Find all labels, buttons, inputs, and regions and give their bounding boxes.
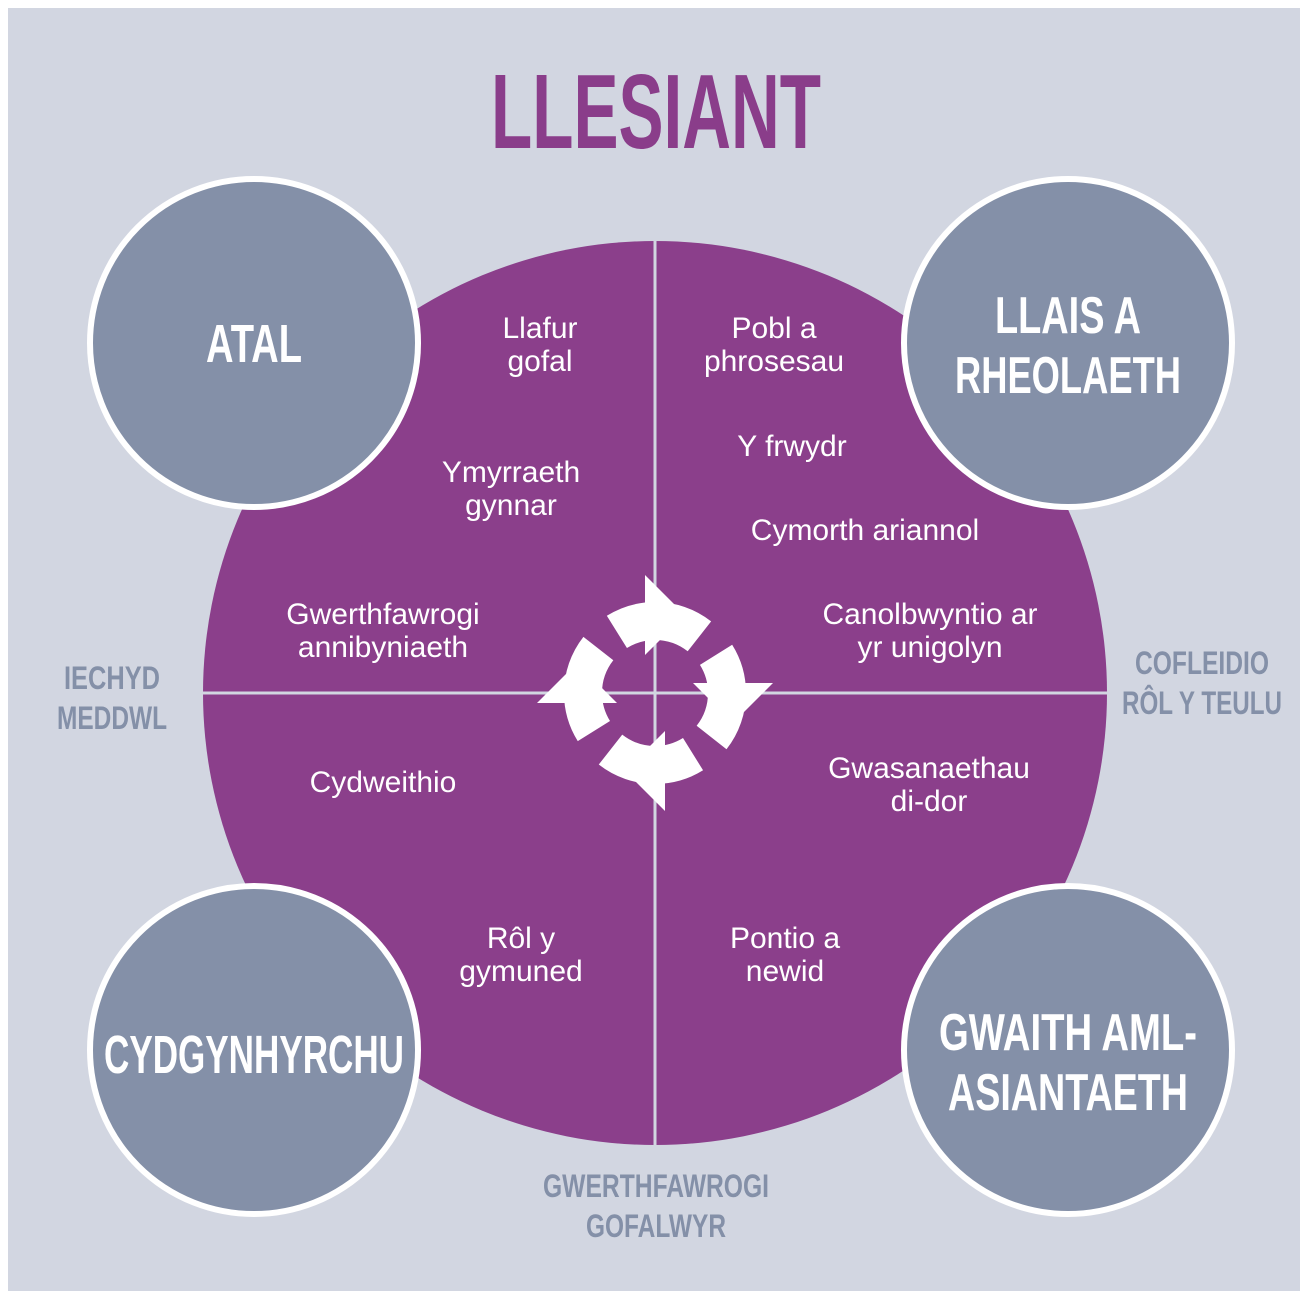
- corner-circle-top-left: ATAL: [87, 176, 421, 510]
- item-llafur-gofal-line1: Llafur: [502, 312, 577, 345]
- item-pontio-a-newid-line2: newid: [746, 955, 824, 988]
- item-rol-y-gymuned-line2: gymuned: [459, 955, 582, 988]
- side-label-left-line2: MEDDWL: [57, 700, 167, 736]
- item-ymyrraeth-gynnar-line2: gynnar: [465, 489, 557, 522]
- corner-label-atal: ATAL: [206, 314, 302, 374]
- item-rol-y-gymuned-line1: Rôl y: [487, 922, 555, 955]
- item-canolbwyntio-line2: yr unigolyn: [857, 631, 1002, 664]
- corner-circle-bottom-left: CYDGYNHYRCHU: [87, 883, 421, 1217]
- item-gwasanaethau-di-dor-line1: Gwasanaethau: [828, 752, 1030, 785]
- side-label-right: COFLEIDIO RÔL Y TEULU: [1122, 645, 1282, 721]
- item-llafur-gofal-line2: gofal: [507, 345, 572, 378]
- inner-items: LlafurgofalYmyrraethgynnarGwerthfawrogia…: [286, 312, 1037, 988]
- item-canolbwyntio-line1: Canolbwyntio ar: [822, 598, 1037, 631]
- item-ymyrraeth-gynnar-line1: Ymyrraeth: [442, 456, 580, 489]
- item-gwerthfawrogi-annibyniaeth-line1: Gwerthfawrogi: [286, 598, 479, 631]
- corner-label-cydgynhyrchu: CYDGYNHYRCHU: [104, 1025, 404, 1085]
- central-circle: [203, 241, 1107, 1145]
- item-cymorth-ariannol-line1: Cymorth ariannol: [751, 514, 979, 547]
- page-title: LLESIANT: [491, 53, 821, 171]
- corner-circle-bottom-right: GWAITH AML- ASIANTAETH: [901, 883, 1235, 1217]
- corner-label-gwaith-line1: GWAITH AML-: [939, 1004, 1197, 1062]
- item-pobl-a-phrosesau-line2: phrosesau: [704, 345, 844, 378]
- item-cydweithio-line1: Cydweithio: [310, 766, 457, 799]
- side-label-bottom-line2: GOFALWYR: [586, 1208, 726, 1244]
- item-pobl-a-phrosesau-line1: Pobl a: [731, 312, 816, 345]
- side-label-left: IECHYD MEDDWL: [57, 660, 167, 736]
- corner-label-llais-line1: LLAIS A: [995, 287, 1141, 345]
- side-label-bottom: GWERTHFAWROGI GOFALWYR: [543, 1168, 769, 1244]
- corner-circle-top-right: LLAIS A RHEOLAETH: [901, 176, 1235, 510]
- item-gwerthfawrogi-annibyniaeth-line2: annibyniaeth: [298, 631, 468, 664]
- cycle-arrows-icon: [537, 575, 773, 811]
- item-gwasanaethau-di-dor-line2: di-dor: [891, 785, 968, 818]
- corner-label-gwaith-line2: ASIANTAETH: [948, 1064, 1188, 1122]
- side-label-bottom-line1: GWERTHFAWROGI: [543, 1168, 769, 1204]
- item-y-frwydr-line1: Y frwydr: [737, 430, 846, 463]
- side-label-right-line1: COFLEIDIO: [1135, 645, 1269, 681]
- corner-label-llais-line2: RHEOLAETH: [955, 347, 1181, 405]
- side-label-left-line1: IECHYD: [64, 660, 160, 696]
- item-pontio-a-newid-line1: Pontio a: [730, 922, 840, 955]
- side-label-right-line2: RÔL Y TEULU: [1122, 685, 1282, 721]
